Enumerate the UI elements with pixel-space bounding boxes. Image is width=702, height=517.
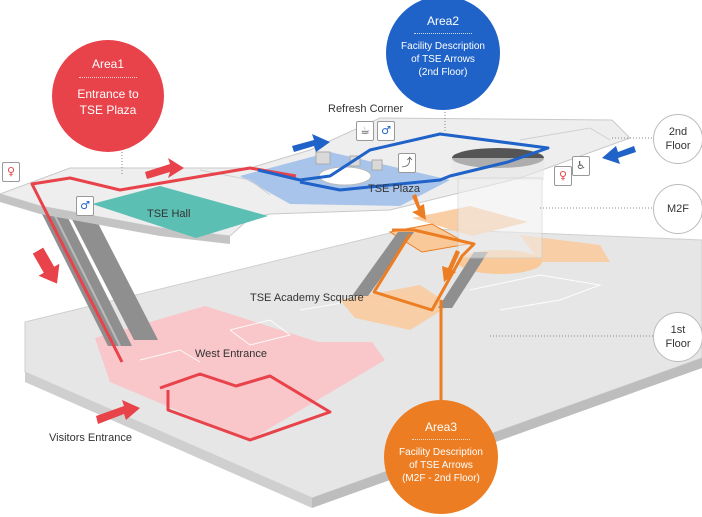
floor-1st-line2: Floor	[665, 338, 691, 350]
route-blue	[257, 132, 550, 192]
label-west-entrance: West Entrance	[195, 348, 267, 360]
female-icon-east[interactable]: ♀	[554, 166, 572, 186]
restroom-icon[interactable]: ☕	[356, 121, 374, 141]
area3-divider	[412, 439, 470, 440]
red-arrows	[32, 158, 184, 424]
area1-callout[interactable]: Area1 Entrance to TSE Plaza	[52, 40, 164, 152]
area3-line2: of TSE Arrows	[409, 460, 473, 471]
floor-1st-line1: 1st	[670, 324, 686, 336]
area2-divider	[414, 33, 472, 34]
label-refresh-corner: Refresh Corner	[328, 103, 404, 115]
male-icon[interactable]: ♂	[377, 121, 395, 141]
area3-line1: Facility Description	[399, 447, 483, 458]
m2f-zone-left	[340, 285, 450, 330]
area2-line3: (2nd Floor)	[418, 67, 468, 78]
area3-callout[interactable]: Area3 Facility Description of TSE Arrows…	[384, 400, 498, 514]
area3-line3: (M2F - 2nd Floor)	[402, 473, 480, 484]
floor-m2f-line1: M2F	[667, 203, 689, 215]
area1-title: Area1	[91, 57, 125, 71]
route-orange	[372, 228, 476, 400]
female-icon[interactable]: ♀	[2, 162, 20, 182]
label-tse-plaza: TSE Plaza	[368, 183, 420, 195]
escalator-icon[interactable]: ⤴	[398, 153, 416, 173]
first-floor-plan-lines	[139, 274, 602, 363]
floor-marker-m2f: M2F	[653, 184, 702, 234]
plaza-kiosk-3	[371, 159, 383, 171]
male-icon-west[interactable]: ♂	[76, 196, 94, 216]
area3-title: Area3	[424, 420, 458, 434]
area2-line2: of TSE Arrows	[411, 54, 475, 65]
area2-callout[interactable]: Area2 Facility Description of TSE Arrows…	[386, 0, 500, 110]
plaza-kiosk	[315, 151, 331, 165]
area1-divider	[79, 77, 137, 78]
route-red	[30, 166, 332, 442]
area2-title: Area2	[426, 14, 460, 28]
tse-hall-zone	[92, 186, 268, 238]
floor-2nd-line2: Floor	[665, 140, 691, 152]
orange-arrows	[412, 194, 460, 282]
first-floor-slab-edge	[25, 372, 312, 508]
floor-2nd-line1: 2nd	[668, 126, 688, 138]
second-floor-slab-edge	[0, 194, 230, 244]
area2-line1: Facility Description	[401, 41, 485, 52]
label-academy-square: TSE Academy Scquare	[250, 292, 364, 304]
area1-line1: Entrance to	[77, 87, 139, 101]
label-tse-hall: TSE Hall	[147, 208, 191, 220]
area1-line2: TSE Plaza	[79, 103, 137, 117]
wheelchair-icon[interactable]: ♿	[572, 156, 590, 176]
drum-body	[452, 158, 544, 180]
blue-arrows	[292, 134, 636, 164]
label-visitors-entrance: Visitors Entrance	[49, 432, 132, 444]
escalator-m2f	[352, 232, 488, 308]
west-entrance-zone	[95, 306, 385, 440]
